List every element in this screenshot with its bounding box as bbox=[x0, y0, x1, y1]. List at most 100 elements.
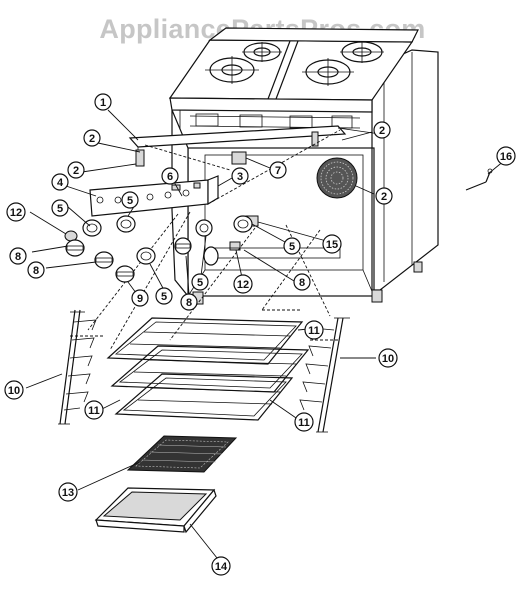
callout-circle bbox=[67, 161, 85, 179]
callout-c8a: 8 bbox=[9, 247, 27, 265]
callout-circle bbox=[373, 121, 391, 139]
callout-c8b: 8 bbox=[27, 261, 45, 279]
callout-c5b: 5 bbox=[121, 191, 139, 209]
callout-number: 5 bbox=[161, 291, 167, 303]
callout-c4: 4 bbox=[51, 173, 69, 191]
callout-number: 16 bbox=[500, 151, 512, 163]
control-panel bbox=[89, 175, 219, 217]
callout-number: 5 bbox=[289, 241, 295, 253]
left-burner-grate bbox=[205, 42, 282, 84]
callout-number: 11 bbox=[88, 405, 100, 417]
front-trim-bar bbox=[128, 125, 381, 167]
callout-number: 7 bbox=[275, 165, 281, 177]
callout-number: 5 bbox=[197, 277, 203, 289]
left-rack-support bbox=[58, 309, 97, 425]
callout-circle bbox=[131, 289, 149, 307]
callout-number: 2 bbox=[381, 191, 387, 203]
callout-circle bbox=[6, 202, 26, 222]
callout-circle bbox=[94, 93, 112, 111]
callout-c10b: 10 bbox=[378, 348, 398, 368]
callout-c12b: 12 bbox=[233, 274, 253, 294]
callout-number: 8 bbox=[15, 251, 21, 263]
callout-circle bbox=[269, 161, 287, 179]
callout-number: 14 bbox=[215, 561, 228, 573]
callout-circle bbox=[51, 173, 69, 191]
callout-number: 8 bbox=[299, 277, 305, 289]
callout-c15: 15 bbox=[322, 234, 342, 254]
callout-circle bbox=[375, 187, 393, 205]
callout-circle bbox=[322, 234, 342, 254]
callout-circle bbox=[231, 167, 249, 185]
oven-racks bbox=[106, 317, 310, 421]
callout-c2b: 2 bbox=[67, 161, 85, 179]
callout-circle bbox=[27, 261, 45, 279]
callout-circle bbox=[211, 556, 231, 576]
right-burner-grate bbox=[302, 41, 384, 86]
callout-circle bbox=[58, 482, 78, 502]
callout-number: 8 bbox=[33, 265, 39, 277]
callout-circle bbox=[83, 129, 101, 147]
rack-middle bbox=[110, 345, 310, 393]
callout-c10a: 10 bbox=[4, 380, 24, 400]
callout-number: 11 bbox=[308, 325, 320, 337]
callout-circle bbox=[51, 199, 69, 217]
callout-number: 13 bbox=[62, 487, 74, 499]
convection-fan-cover bbox=[316, 157, 358, 199]
callout-number: 12 bbox=[10, 207, 22, 219]
broiler-grid bbox=[126, 435, 238, 473]
callout-c11a: 11 bbox=[304, 320, 324, 340]
callout-c11c: 11 bbox=[294, 412, 314, 432]
callout-number: 2 bbox=[73, 165, 79, 177]
callout-circle bbox=[155, 287, 173, 305]
callout-circle bbox=[304, 320, 324, 340]
knobs bbox=[64, 215, 253, 283]
callout-c16: 16 bbox=[496, 146, 516, 166]
callout-c14: 14 bbox=[211, 556, 231, 576]
callout-number: 10 bbox=[382, 353, 394, 365]
callout-number: 6 bbox=[167, 171, 173, 183]
callout-number: 9 bbox=[137, 293, 143, 305]
callout-number: 11 bbox=[298, 417, 310, 429]
callout-number: 2 bbox=[89, 133, 95, 145]
callout-c2d: 2 bbox=[375, 187, 393, 205]
callout-c5d: 5 bbox=[191, 273, 209, 291]
callout-circle bbox=[180, 293, 198, 311]
callout-c5a: 5 bbox=[51, 199, 69, 217]
callout-circle bbox=[496, 146, 516, 166]
callout-c12a: 12 bbox=[6, 202, 26, 222]
callout-c8d: 8 bbox=[293, 273, 311, 291]
callout-number: 2 bbox=[379, 125, 385, 137]
callout-number: 3 bbox=[237, 171, 243, 183]
callout-circle bbox=[191, 273, 209, 291]
callout-number: 4 bbox=[57, 177, 64, 189]
callout-circle bbox=[9, 247, 27, 265]
callout-circle bbox=[233, 274, 253, 294]
callout-circle bbox=[84, 400, 104, 420]
callout-circle bbox=[161, 167, 179, 185]
range-body bbox=[168, 27, 439, 305]
callout-number: 1 bbox=[100, 97, 106, 109]
callout-circle bbox=[4, 380, 24, 400]
callout-c7: 7 bbox=[269, 161, 287, 179]
callout-number: 12 bbox=[237, 279, 249, 291]
callout-c6: 6 bbox=[161, 167, 179, 185]
callout-number: 15 bbox=[326, 239, 338, 251]
rack-bottom bbox=[114, 373, 294, 421]
callout-c1: 1 bbox=[94, 93, 112, 111]
callout-c5c: 5 bbox=[155, 287, 173, 305]
callout-circle bbox=[121, 191, 139, 209]
callout-number: 8 bbox=[186, 297, 192, 309]
callout-number: 5 bbox=[57, 203, 63, 215]
broiler-pan bbox=[94, 487, 217, 534]
callout-c3: 3 bbox=[231, 167, 249, 185]
callout-number: 5 bbox=[127, 195, 133, 207]
callout-c13: 13 bbox=[58, 482, 78, 502]
callout-c5e: 5 bbox=[283, 237, 301, 255]
callout-circle bbox=[283, 237, 301, 255]
callout-c2a: 2 bbox=[83, 129, 101, 147]
rack-top bbox=[106, 317, 304, 365]
right-rack-support bbox=[299, 317, 350, 433]
